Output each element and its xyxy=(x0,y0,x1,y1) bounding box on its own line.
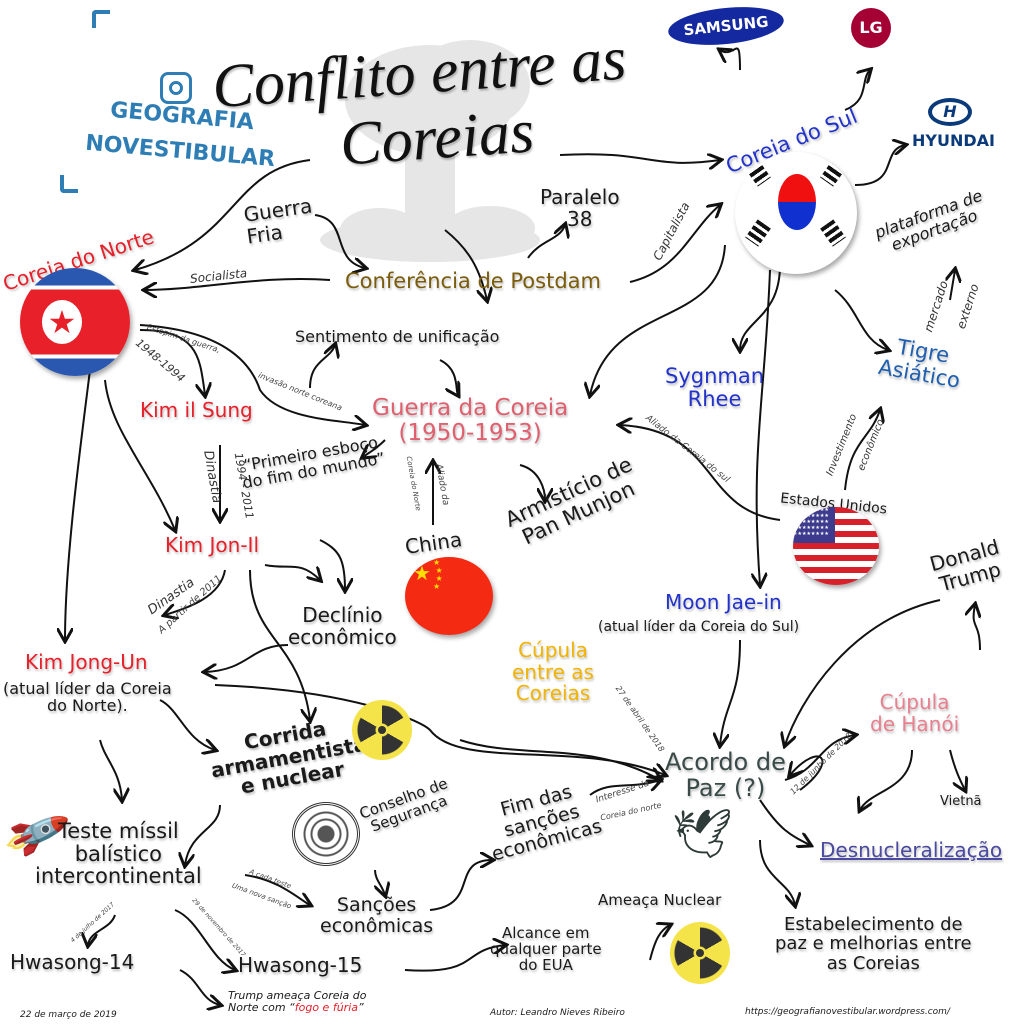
node-trump-ameaca: Trump ameaça Coreia do Norte com “fogo e… xyxy=(228,990,367,1014)
node-kim-jon-il: Kim Jon-Il xyxy=(165,533,259,557)
kim-jong-un-subtitle: (atual líder da Coreia do Norte). xyxy=(3,679,172,716)
footer-url[interactable]: https://geografianovestibular.wordpress.… xyxy=(745,1007,950,1017)
node-kim-jong-un: Kim Jong-Un xyxy=(25,650,148,674)
node-moon-jae-in: Moon Jae-in xyxy=(665,590,782,614)
hyundai-logo: HYUNDAI xyxy=(912,131,995,150)
instagram-icon xyxy=(160,72,192,104)
star-icon: ★ xyxy=(42,300,82,344)
node-guerra-da-coreia: Guerra da Coreia (1950-1953) xyxy=(372,395,569,446)
fogo-e-furia-text: fogo e fúria xyxy=(294,1000,358,1014)
node-vietna: Vietnã xyxy=(940,794,982,809)
node-estabelecimento-paz: Estabelecimento de paz e melhorias entre… xyxy=(775,914,972,974)
radiation-icon xyxy=(352,700,412,760)
node-hwasong-15: Hwasong-15 xyxy=(238,953,363,977)
node-desnuclearizacao: Desnucleralização xyxy=(820,838,1003,862)
node-cupula-hanoi: Cúpula de Hanói xyxy=(870,690,960,736)
node-paralelo-38: Paralelo 38 xyxy=(540,185,620,231)
closing-quote: ” xyxy=(358,1000,364,1014)
hyundai-h-icon: H xyxy=(928,98,972,126)
trump-ameaca-text: Trump ameaça Coreia do Norte com “ xyxy=(228,989,367,1014)
node-teste-missil: Teste míssil balístico intercontinental xyxy=(35,819,202,889)
title-line-2: Coreias xyxy=(337,97,537,179)
node-sygnman-rhee: Sygnman Rhee xyxy=(665,364,765,411)
node-hwasong-14: Hwasong-14 xyxy=(10,950,135,974)
north-korea-flag: ★ xyxy=(20,268,130,376)
lg-logo: LG xyxy=(851,8,891,48)
node-ameaca-nuclear: Ameaça Nuclear xyxy=(598,891,722,909)
node-declinio-economico: Declínio econômico xyxy=(288,603,397,649)
frame-corner-icon xyxy=(92,10,110,28)
node-cupula-coreias: Cúpula entre as Coreias xyxy=(512,638,594,706)
south-korea-flag xyxy=(735,152,857,274)
node-sentimento-unificacao: Sentimento de unificação xyxy=(295,327,500,346)
un-emblem-icon xyxy=(292,802,360,866)
node-alcance-eua: Alcance em qualquer parte do EUA xyxy=(490,924,602,975)
moon-subtitle: (atual líder da Coreia do Sul) xyxy=(598,619,800,635)
dove-icon: 🕊 xyxy=(672,806,733,862)
node-kim-il-sung: Kim il Sung xyxy=(140,398,253,422)
node-sancoes-economicas: Sanções econômicas xyxy=(320,894,434,937)
usa-flag: ★★★★★★★★ ★★★★★★★★ ★★★★★★★★ ★★★★★★★★ ★★★★… xyxy=(793,507,879,585)
china-flag: ★ ★ ★ ★★ xyxy=(405,557,493,635)
node-conferencia-postdam: Conferência de Postdam xyxy=(345,269,601,293)
footer-date: 22 de março de 2019 xyxy=(20,1010,117,1020)
radiation-icon xyxy=(670,922,730,984)
node-acordo-de-paz: Acordo de Paz (?) xyxy=(665,748,786,802)
footer-author: Autor: Leandro Nieves Ribeiro xyxy=(490,1008,625,1018)
frame-corner-icon xyxy=(60,175,78,193)
